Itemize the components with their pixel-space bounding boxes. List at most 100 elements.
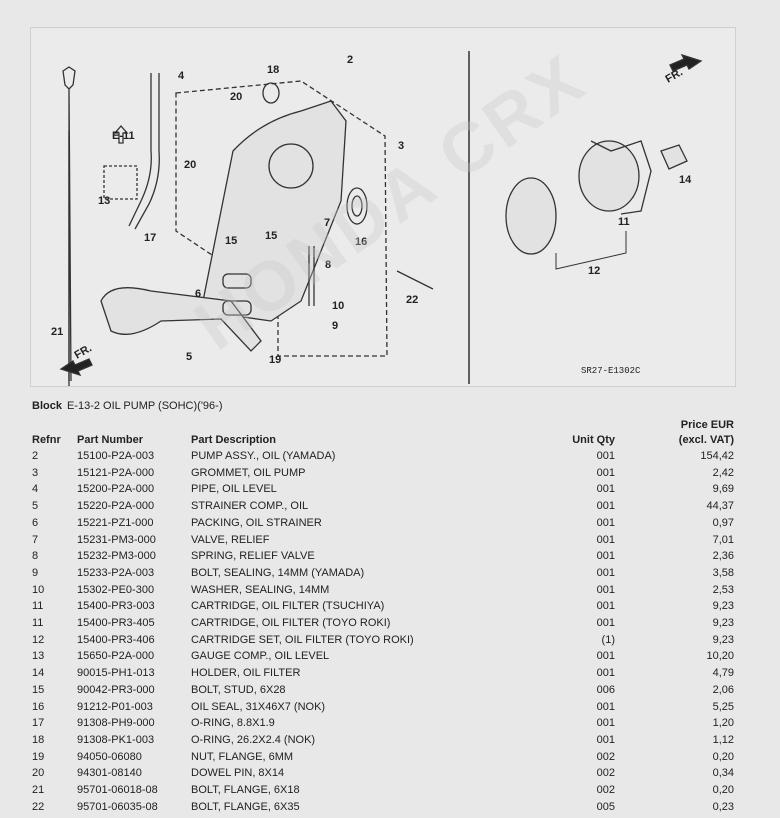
cell-price: 1,20 xyxy=(712,717,734,730)
cell-price: 44,37 xyxy=(706,500,734,513)
cell-qty: 005 xyxy=(596,800,615,813)
cell-qty: 002 xyxy=(596,767,615,780)
cell-description: OIL SEAL, 31X46X7 (NOK) xyxy=(191,700,326,713)
cell-part-number: 15233-P2A-003 xyxy=(77,566,155,579)
cell-refnr: 15 xyxy=(32,683,45,696)
cell-refnr: 21 xyxy=(32,784,45,797)
cell-part-number: 15232-PM3-000 xyxy=(77,550,156,563)
cell-price: 1,12 xyxy=(712,733,734,746)
cell-description: STRAINER COMP., OIL xyxy=(191,500,309,513)
block-value: E-13-2 OIL PUMP (SOHC)('96-) xyxy=(66,400,223,412)
callout-22: 22 xyxy=(406,294,418,306)
cell-price: 0,20 xyxy=(712,784,734,797)
cell-price: 0,97 xyxy=(712,516,734,529)
cell-refnr: 22 xyxy=(32,800,45,813)
cell-part-number: 15400-PR3-405 xyxy=(77,617,155,630)
cell-qty: 001 xyxy=(596,583,615,596)
cell-part-number: 95701-06035-08 xyxy=(77,800,158,813)
cell-part-number: 15400-PR3-406 xyxy=(77,633,155,646)
callout-15b: 15 xyxy=(265,230,277,242)
cell-qty: 001 xyxy=(596,717,615,730)
cell-price: 9,23 xyxy=(712,617,734,630)
cell-description: WASHER, SEALING, 14MM xyxy=(191,583,330,596)
cell-price: 9,69 xyxy=(712,483,734,496)
cell-price: 7,01 xyxy=(712,533,734,546)
cell-part-number: 94301-08140 xyxy=(77,767,142,780)
header-price: Price EUR(excl. VAT) xyxy=(627,418,736,448)
cell-description: BOLT, FLANGE, 6X35 xyxy=(191,800,300,813)
callout-8: 8 xyxy=(325,259,331,271)
cell-qty: 001 xyxy=(596,516,615,529)
cell-refnr: 12 xyxy=(32,633,45,646)
cell-qty: 001 xyxy=(596,466,615,479)
cell-qty: 001 xyxy=(596,600,615,613)
callout-3: 3 xyxy=(398,140,404,152)
callout-17: 17 xyxy=(144,232,156,244)
cell-refnr: 9 xyxy=(32,566,39,579)
callout-12: 12 xyxy=(588,265,600,277)
cell-part-number: 91212-P01-003 xyxy=(77,700,153,713)
front-label-left: FR. xyxy=(73,342,94,361)
cell-refnr: 10 xyxy=(32,583,45,596)
cell-qty: 001 xyxy=(596,733,615,746)
cell-description: O-RING, 26.2X2.4 (NOK) xyxy=(191,733,316,746)
cell-price: 9,23 xyxy=(712,600,734,613)
callout-e11: E-11 xyxy=(112,130,135,142)
cell-price: 9,23 xyxy=(712,633,734,646)
cell-part-number: 95701-06018-08 xyxy=(77,784,158,797)
cell-part-number: 15231-PM3-000 xyxy=(77,533,156,546)
callout-2: 2 xyxy=(347,54,353,66)
parts-diagram: 2 4 E-11 18 20 20 3 13 17 7 15 15 16 8 6… xyxy=(30,27,736,387)
cell-qty: 001 xyxy=(596,550,615,563)
header-description: Part Description xyxy=(191,434,276,446)
cell-qty: 006 xyxy=(596,683,615,696)
header-part-number: Part Number xyxy=(77,434,144,446)
callout-20b: 20 xyxy=(184,159,196,171)
cell-description: NUT, FLANGE, 6MM xyxy=(191,750,294,763)
cell-description: O-RING, 8.8X1.9 xyxy=(191,717,275,730)
cell-refnr: 17 xyxy=(32,717,45,730)
table-header-row: Refnr Part Number Part Description Unit … xyxy=(30,418,736,448)
diagram-code: SR27-E1302C xyxy=(581,366,641,376)
cell-part-number: 15302-PE0-300 xyxy=(77,583,155,596)
cell-price: 10,20 xyxy=(706,650,734,663)
parts-table: Refnr Part Number Part Description Unit … xyxy=(30,418,736,815)
cell-refnr: 14 xyxy=(32,667,45,680)
cell-refnr: 4 xyxy=(32,483,39,496)
cell-part-number: 91308-PK1-003 xyxy=(77,733,155,746)
callout-21: 21 xyxy=(51,326,63,338)
cell-refnr: 3 xyxy=(32,466,39,479)
cell-refnr: 16 xyxy=(32,700,45,713)
callout-9: 9 xyxy=(332,320,338,332)
cell-qty: 001 xyxy=(596,450,615,462)
cell-description: DOWEL PIN, 8X14 xyxy=(191,767,285,780)
callout-7: 7 xyxy=(324,217,330,229)
cell-refnr: 20 xyxy=(32,767,45,780)
cell-description: CARTRIDGE SET, OIL FILTER (TOYO ROKI) xyxy=(191,633,414,646)
front-label-right: FR. xyxy=(664,66,685,85)
cell-qty: 001 xyxy=(596,533,615,546)
cell-qty: 001 xyxy=(596,700,615,713)
cell-part-number: 90042-PR3-000 xyxy=(77,683,155,696)
cell-description: PACKING, OIL STRAINER xyxy=(191,516,322,529)
cell-part-number: 15220-P2A-000 xyxy=(77,500,155,513)
exploded-view-drawing: 2 4 E-11 18 20 20 3 13 17 7 15 15 16 8 6… xyxy=(51,51,703,386)
callout-15a: 15 xyxy=(225,235,237,247)
cell-description: BOLT, FLANGE, 6X18 xyxy=(191,784,300,797)
callout-13: 13 xyxy=(98,195,110,207)
cell-part-number: 15121-P2A-000 xyxy=(77,466,155,479)
